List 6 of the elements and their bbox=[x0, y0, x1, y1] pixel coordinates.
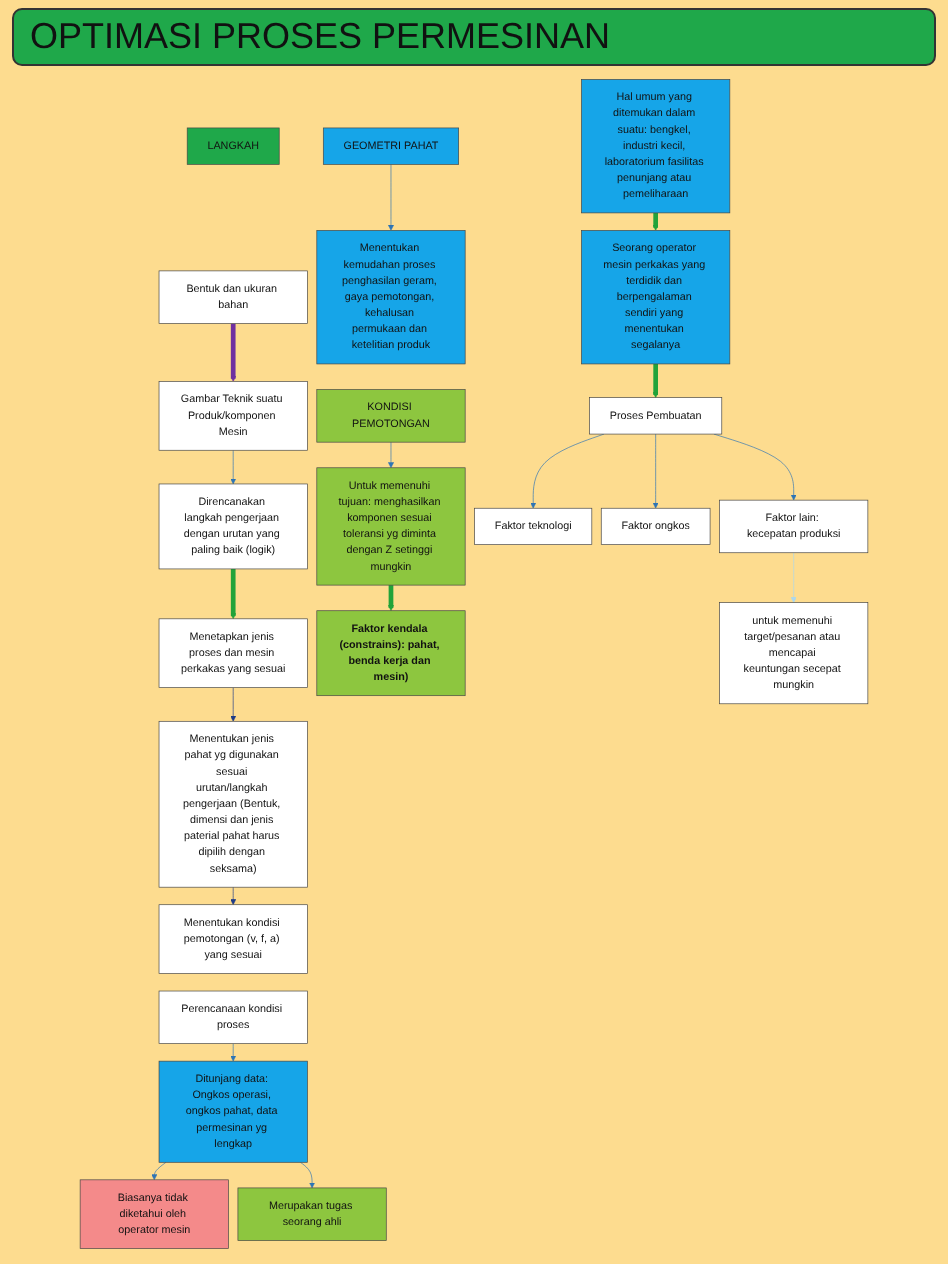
arrow bbox=[230, 323, 237, 382]
title-banner: OPTIMASI PROSES PERMESINAN bbox=[12, 8, 936, 66]
arrow bbox=[652, 212, 659, 231]
arrow bbox=[230, 568, 237, 620]
arrow bbox=[652, 363, 659, 398]
arrow bbox=[388, 584, 394, 611]
